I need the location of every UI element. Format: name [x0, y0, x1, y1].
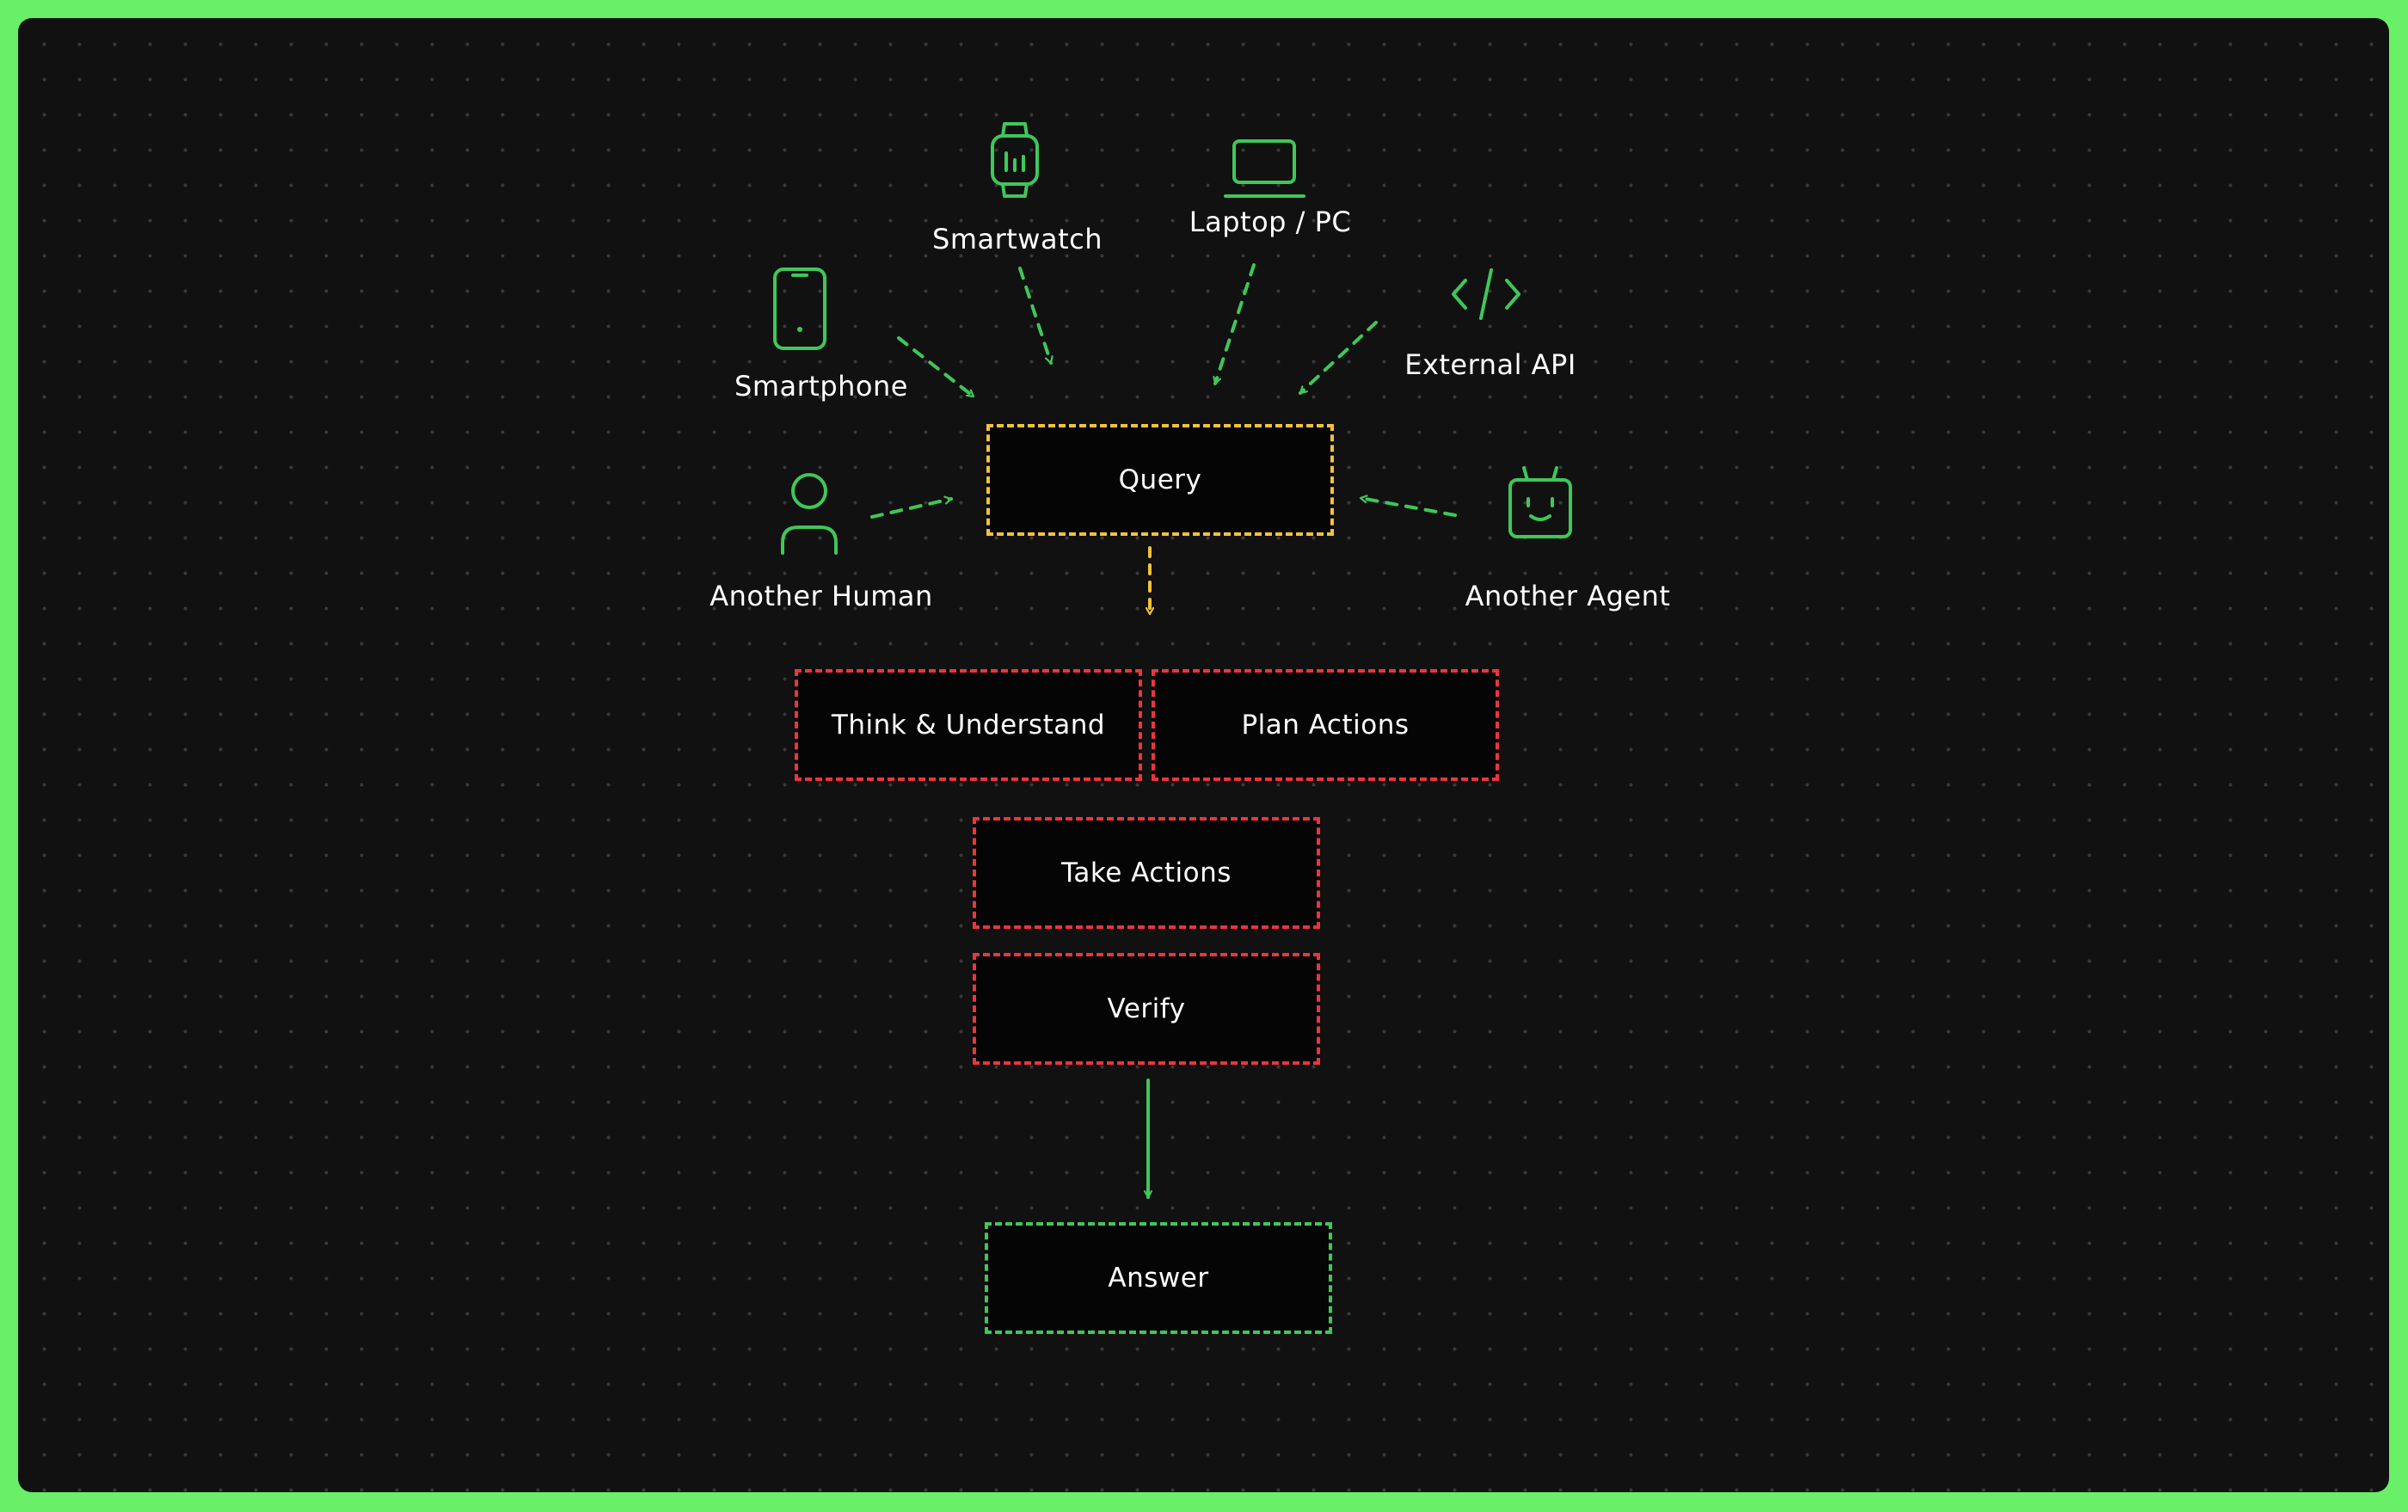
agent-label: Another Agent	[1465, 580, 1671, 612]
diagram-canvas: Smartwatch Laptop / PC Smartphone Extern…	[18, 18, 2389, 1492]
person-icon	[781, 473, 838, 555]
plan-actions-node: Plan Actions	[1152, 669, 1499, 781]
laptop-icon	[1224, 139, 1305, 198]
arrow-agent-to-query	[1359, 498, 1457, 517]
smartphone-icon	[773, 267, 826, 350]
smartwatch-label: Smartwatch	[932, 223, 1103, 255]
connector-layer	[870, 263, 1457, 1199]
code-icon	[1452, 268, 1520, 320]
answer-label: Answer	[1108, 1263, 1209, 1294]
verify-node: Verify	[973, 953, 1320, 1065]
take-actions-label: Take Actions	[1061, 857, 1232, 888]
arrow-human-to-query	[870, 499, 953, 519]
arrow-smartphone-to-query	[897, 336, 975, 398]
smartwatch-icon	[991, 122, 1039, 198]
plan-actions-label: Plan Actions	[1241, 710, 1410, 741]
arrow-laptop-to-query	[1215, 263, 1256, 385]
robot-icon	[1508, 466, 1572, 538]
think-understand-label: Think & Understand	[831, 710, 1106, 741]
verify-label: Verify	[1107, 993, 1186, 1024]
take-actions-node: Take Actions	[973, 817, 1320, 929]
arrow-smartwatch-to-query	[1018, 267, 1051, 365]
answer-node: Answer	[985, 1222, 1332, 1334]
query-node-label: Query	[1118, 464, 1202, 495]
query-node: Query	[986, 424, 1334, 536]
human-label: Another Human	[710, 580, 933, 612]
external-api-label: External API	[1404, 348, 1576, 381]
arrow-api-to-query	[1299, 321, 1378, 395]
think-understand-node: Think & Understand	[795, 669, 1142, 781]
smartphone-label: Smartphone	[734, 370, 908, 403]
laptop-label: Laptop / PC	[1189, 206, 1352, 238]
